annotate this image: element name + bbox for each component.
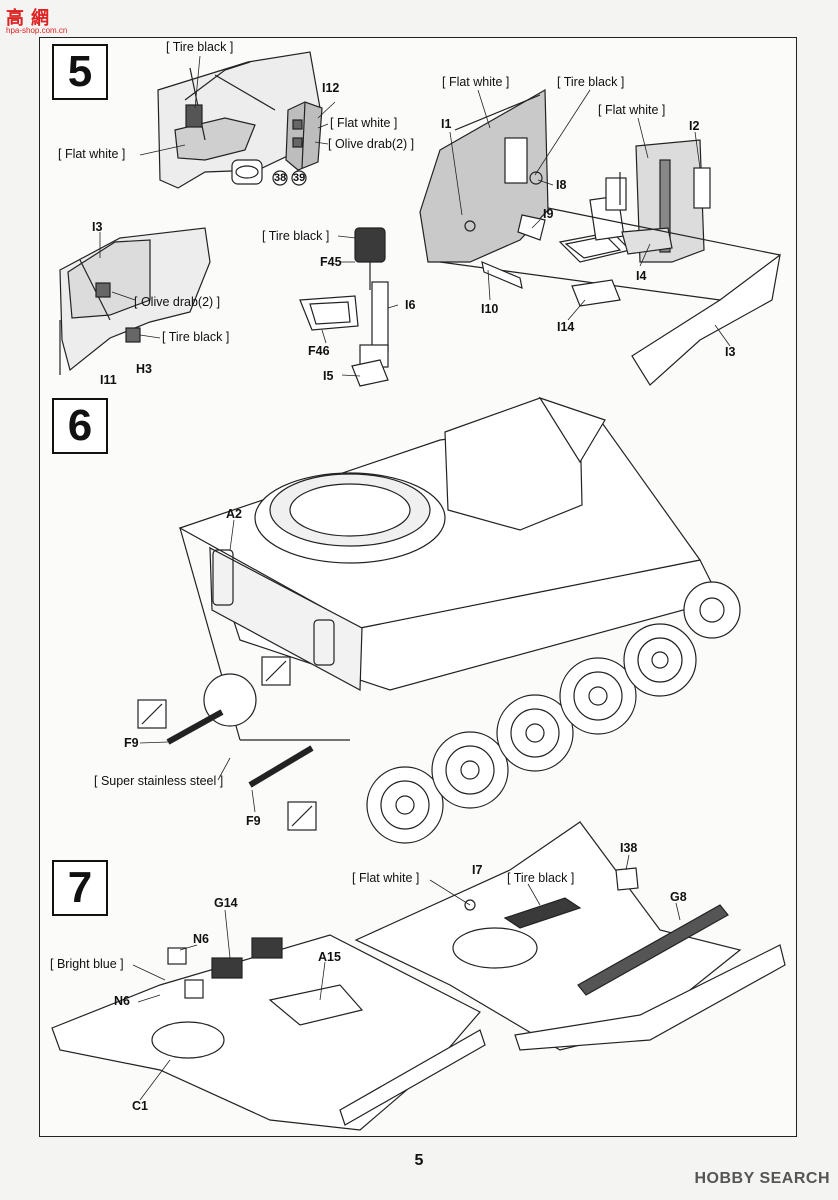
part-label: 39 [293,172,306,184]
step5-side-panel-drawing [157,51,321,189]
watermark-logo: 高 網 [6,8,51,28]
paint-label: [ Tire black ] [557,75,625,89]
part-label: N6 [193,932,209,946]
step-number-6: 6 [52,398,108,454]
part-label: I10 [481,302,499,316]
part-label: G14 [214,896,238,910]
part-label: I1 [441,117,452,131]
part-label: I14 [557,320,575,334]
paint-label: [ Tire black ] [166,40,234,54]
part-label: F9 [124,736,139,750]
watermark-hobby-search: HOBBY SEARCH [694,1170,830,1187]
part-label: F46 [308,344,330,358]
part-label: H3 [136,362,152,376]
step6-road-wheels-drawing [203,581,741,844]
paint-label: [ Flat white ] [58,147,126,161]
step7-floor-left-drawing [51,934,486,1131]
paint-label: [ Bright blue ] [50,957,124,971]
page-number: 5 [414,1152,424,1169]
step5-radio-unit-drawing [272,101,323,186]
paint-label: [ Flat white ] [442,75,510,89]
part-label: C1 [132,1099,148,1113]
part-label: 38 [274,172,287,184]
step-number-5: 5 [52,44,108,100]
paint-label: [ Tire black ] [162,330,230,344]
part-label: I9 [543,207,554,221]
step6-torsion-bars-drawing [166,709,314,788]
part-label: G8 [670,890,687,904]
step-number-7: 7 [52,860,108,916]
part-label: I11 [100,373,117,387]
step6-cut-icons [137,656,317,831]
step6-hull-drawing [178,396,721,741]
part-label: I7 [472,863,483,877]
part-label: I8 [556,178,567,192]
part-label: I5 [323,369,334,383]
part-label: I12 [322,81,340,95]
part-label: I3 [725,345,736,359]
watermark-url: hpa-shop.com.cn [6,26,68,35]
part-label: I38 [620,841,638,855]
part-label: A2 [226,507,242,521]
step7-floor-right-drawing [354,821,786,1051]
paint-label: [ Olive drab(2) ] [134,295,221,309]
part-label: I3 [92,220,103,234]
part-label: F45 [320,255,342,269]
part-label: F9 [246,814,261,828]
step5-seat-drawing [299,227,389,387]
paint-label: [ Tire black ] [507,871,575,885]
paint-label: [ Olive drab(2) ] [328,137,415,151]
part-label: N6 [114,994,130,1008]
paint-label: [ Flat white ] [330,116,398,130]
paint-label: [ Super stainless steel ] [94,774,224,788]
part-label: I6 [405,298,416,312]
part-label: I2 [689,119,700,133]
part-label: I4 [636,269,647,283]
paint-label: [ Tire black ] [262,229,330,243]
paint-label: [ Flat white ] [598,103,666,117]
paint-label: [ Flat white ] [352,871,420,885]
part-label: A15 [318,950,341,964]
